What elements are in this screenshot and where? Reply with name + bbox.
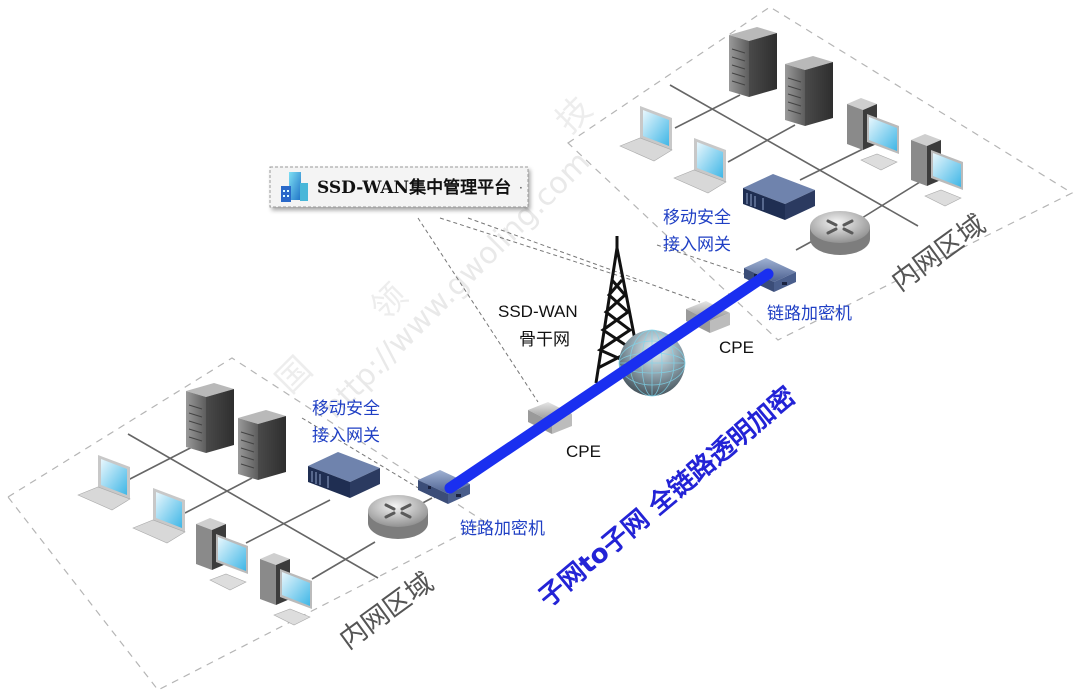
backbone-label-line2: 骨干网 <box>519 330 570 349</box>
left-gateway-label-line1: 移动安全 <box>312 399 380 419</box>
router-icon <box>368 495 428 539</box>
backbone-label-line1: SSD-WAN <box>498 302 578 321</box>
left-zone-label: 内网区域 <box>334 567 440 656</box>
right-cpe-label: CPE <box>719 338 754 357</box>
server-icon <box>729 27 777 97</box>
left-cpe-label: CPE <box>566 442 601 461</box>
security-gateway-icon <box>308 452 380 498</box>
desktop-icon <box>260 553 312 626</box>
server-icon <box>785 56 833 126</box>
left-gateway-label-line2: 接入网关 <box>312 426 380 446</box>
left-lan-lines <box>127 433 433 580</box>
management-platform-label: SSD-WAN集中管理平台 <box>317 177 511 198</box>
left-encryptor-label: 链路加密机 <box>460 519 545 539</box>
laptop-icon <box>619 106 673 162</box>
right-zone-label: 内网区域 <box>886 209 992 298</box>
router-icon <box>810 211 870 255</box>
left-zone-boundary <box>7 357 487 691</box>
watermark-char: 国 <box>268 349 320 401</box>
desktop-icon <box>847 98 899 171</box>
security-gateway-icon <box>743 174 815 220</box>
right-gateway-label-line2: 接入网关 <box>663 235 731 255</box>
buildings-icon <box>281 172 308 202</box>
right-zone-boundary <box>567 6 1074 341</box>
right-gateway-label-line1: 移动安全 <box>663 208 731 228</box>
right-lan-lines <box>669 84 921 251</box>
right-encryptor-label: 链路加密机 <box>767 304 852 324</box>
server-icon <box>186 383 234 453</box>
laptop-icon <box>132 488 186 544</box>
watermark-char: 技 <box>548 89 600 141</box>
watermark: 国 领 技 http://www.gwoling.com <box>268 89 600 426</box>
management-platform-box[interactable] <box>269 166 529 208</box>
desktop-icon <box>196 518 248 591</box>
desktop-icon <box>911 134 963 207</box>
platform-dot: · <box>519 181 523 195</box>
right-site <box>619 27 963 292</box>
laptop-icon <box>77 455 131 511</box>
management-links <box>301 217 769 499</box>
laptop-icon <box>673 138 727 194</box>
server-icon <box>238 410 286 480</box>
slogan-text: 子网to子网 全链路透明加密 <box>533 380 802 613</box>
left-site <box>77 383 470 626</box>
encrypted-tunnel <box>444 268 774 494</box>
